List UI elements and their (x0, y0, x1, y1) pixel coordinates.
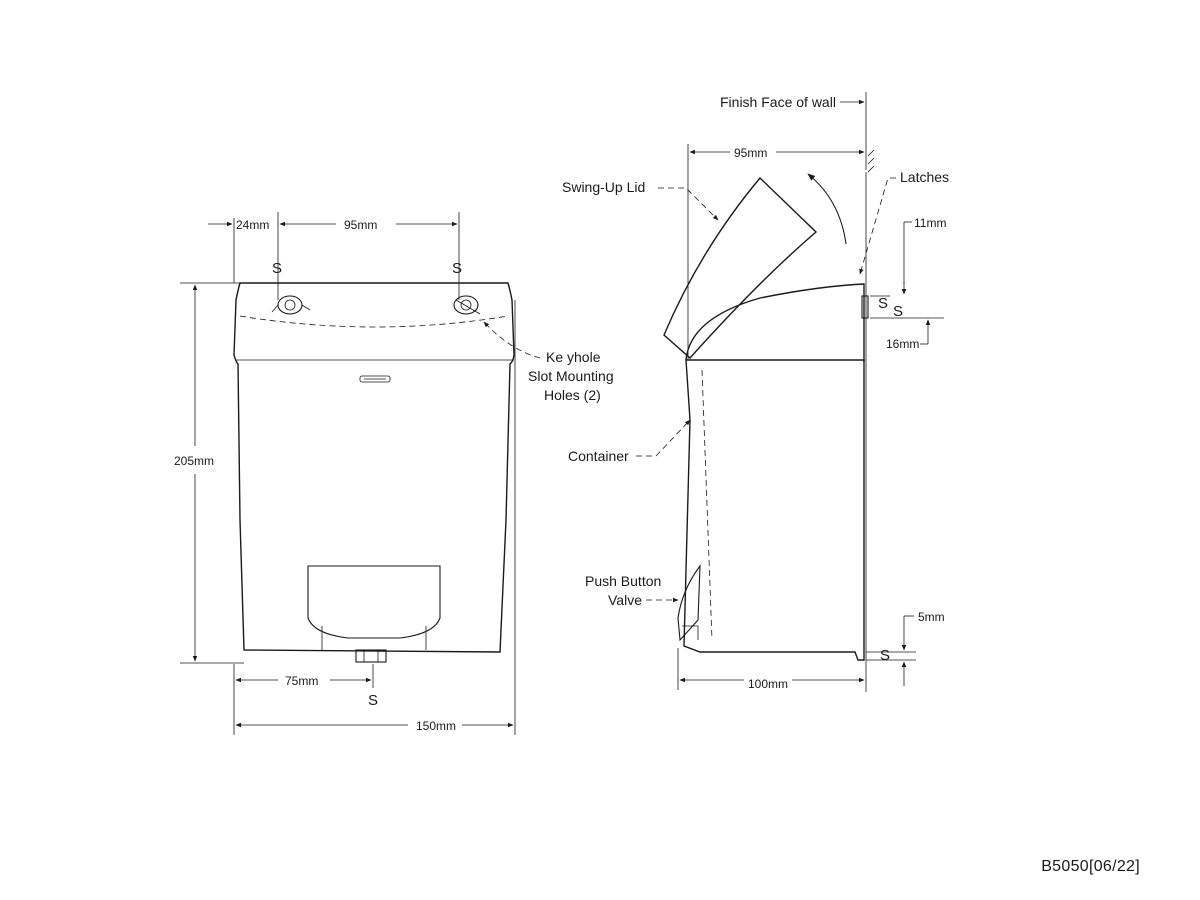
side-view-lid-closed (685, 283, 865, 362)
dim-latch-bottom: 16mm (886, 337, 919, 351)
dim-hole-spacing: 95mm (344, 218, 377, 232)
dim-depth: 100mm (748, 677, 788, 691)
front-push-button (307, 565, 441, 639)
callout-container: Container (568, 448, 629, 464)
side-view: Finish Face of wall 95mm Swing-Up Lid La… (562, 92, 949, 692)
callout-swing-up-lid: Swing-Up Lid (562, 179, 645, 195)
callout-push-button-1: Push Button (585, 573, 661, 589)
front-view: 24mm 95mm S S 205mm 75mm S 150mm Ke yhol… (174, 212, 614, 735)
keyhole-left (271, 295, 311, 315)
dim-valve-offset: 75mm (285, 674, 318, 688)
s-mark-bottom: S (880, 647, 890, 664)
callout-keyhole-3: Holes (2) (544, 387, 601, 403)
dim-bottom-offset: 5mm (918, 610, 945, 624)
callout-keyhole-2: Slot Mounting (528, 368, 614, 384)
dim-lid-depth: 95mm (734, 146, 767, 160)
s-mark-latch-2: S (893, 303, 903, 320)
side-view-inner-dashed (701, 369, 713, 641)
dim-latch-top: 11mm (914, 216, 946, 230)
dim-width: 150mm (416, 719, 456, 733)
callout-push-button-2: Valve (608, 592, 642, 608)
callout-latches: Latches (900, 169, 949, 185)
front-view-body-outline (233, 282, 515, 653)
keyhole-leader (483, 321, 541, 359)
s-mark-valve: S (368, 692, 378, 709)
swing-arc-arrow (807, 173, 847, 245)
latch-block (861, 295, 869, 319)
callout-keyhole-1: Ke yhole (546, 349, 601, 365)
keyhole-right (453, 295, 481, 315)
s-mark-right-hole: S (452, 260, 462, 277)
dim-height: 205mm (174, 454, 214, 468)
dim-left-offset: 24mm (236, 218, 269, 232)
s-mark-left-hole: S (272, 260, 282, 277)
drawing-code: B5050[06/22] (1041, 858, 1140, 875)
front-view-lid-curve (239, 315, 509, 328)
side-view-lid-open (663, 176, 818, 359)
callout-finish-face: Finish Face of wall (720, 94, 836, 110)
side-view-body-outline (683, 359, 865, 661)
s-mark-latch-1: S (878, 295, 888, 312)
front-valve-nozzle (355, 649, 387, 663)
side-push-button-valve (677, 564, 701, 642)
brand-logo-badge (359, 375, 391, 383)
